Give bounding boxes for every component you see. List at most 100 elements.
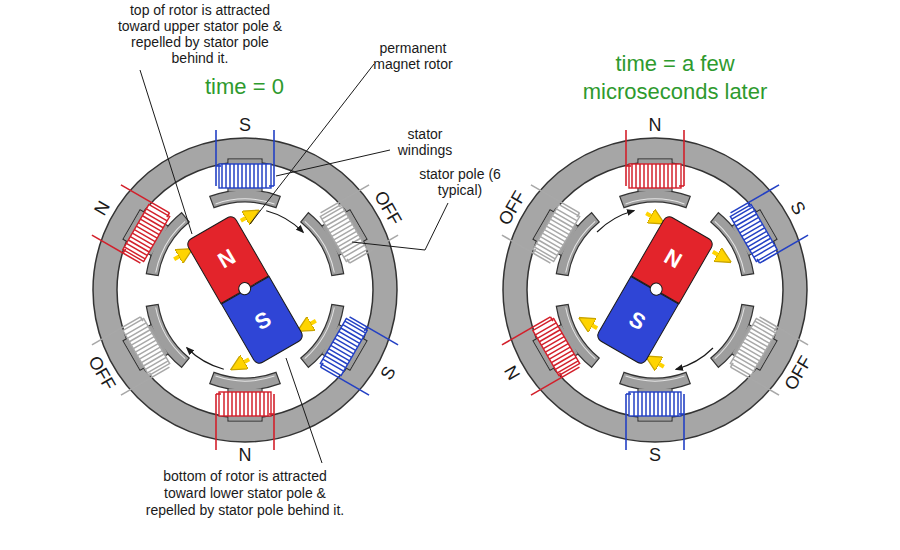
time-label: time = a few microseconds later <box>565 50 785 106</box>
rotation-arrow <box>187 348 224 369</box>
winding-turn <box>645 392 647 416</box>
pole-highlight <box>625 376 684 382</box>
lead-stub <box>757 259 760 263</box>
winding-turn <box>667 164 669 188</box>
lead-stub <box>533 249 536 253</box>
lead-stub <box>123 249 126 253</box>
stator-winding <box>629 164 681 188</box>
lead-wire <box>215 394 217 450</box>
force-arrow <box>584 321 597 329</box>
winding-turn <box>323 359 344 371</box>
winding-turn <box>249 164 251 188</box>
rotor-pole-letter: N <box>215 245 240 272</box>
rotor-pole-letter: N <box>661 245 686 272</box>
stator-winding <box>123 318 170 375</box>
winding-turn <box>535 323 556 335</box>
winding-turn <box>647 164 649 188</box>
winding-turn <box>633 392 635 416</box>
lead-stub <box>338 203 341 207</box>
winding-turn <box>243 392 245 416</box>
winding-turn <box>233 164 235 188</box>
lead-wire <box>731 367 779 395</box>
stator-winding <box>730 204 777 261</box>
winding-turn <box>663 164 665 188</box>
force-arrow <box>174 252 187 260</box>
stator-winding <box>320 204 367 261</box>
stator-pole <box>620 372 690 450</box>
winding-turn <box>754 245 775 257</box>
winding-turn <box>259 392 261 416</box>
lead-stub <box>216 165 221 167</box>
winding-turn <box>237 164 239 188</box>
lead-stub <box>774 327 777 331</box>
winding-turn <box>669 392 671 416</box>
winding-turn <box>657 392 659 416</box>
lead-stub <box>269 185 274 187</box>
lead-stub <box>748 203 751 207</box>
winding-turn <box>673 392 675 416</box>
winding-turn <box>146 209 167 221</box>
stator-winding <box>533 318 580 375</box>
lead-stub <box>560 373 563 377</box>
lead-wire <box>531 185 579 213</box>
winding-turn <box>556 209 577 221</box>
lead-stub <box>679 185 684 187</box>
leader-line <box>276 150 390 176</box>
pole-polarity: N <box>649 115 662 135</box>
winding-turn <box>661 392 663 416</box>
winding-turn <box>641 392 643 416</box>
force-arrow <box>236 359 249 367</box>
winding-turn <box>239 392 241 416</box>
pole-polarity: S <box>786 197 809 217</box>
lead-wire <box>731 185 779 213</box>
winding-turn <box>677 392 679 416</box>
winding-turn <box>639 164 641 188</box>
rotation-arrow <box>676 348 713 369</box>
lead-stub <box>679 413 684 415</box>
lead-stub <box>577 213 580 217</box>
winding-turn <box>257 164 259 188</box>
winding-turn <box>221 164 223 188</box>
pole-shoe <box>620 372 690 390</box>
stator-pole <box>89 179 191 279</box>
winding-turn <box>225 164 227 188</box>
winding-turn <box>643 164 645 188</box>
leader-line <box>140 70 192 234</box>
lead-stub <box>626 165 631 167</box>
winding-turn <box>671 164 673 188</box>
leader-line <box>286 358 322 463</box>
lead-wire <box>683 130 685 186</box>
winding-turn <box>653 392 655 416</box>
pole-polarity: N <box>90 197 114 218</box>
stator-ring <box>93 138 397 442</box>
lead-stub <box>167 213 170 217</box>
winding-turn <box>665 392 667 416</box>
lead-stub <box>216 393 221 395</box>
winding-turn <box>265 164 267 188</box>
stator-winding <box>219 164 271 188</box>
winding-turn <box>231 392 233 416</box>
winding-turn <box>235 392 237 416</box>
winding-turn <box>263 392 265 416</box>
force-arrow <box>646 213 659 221</box>
lead-wire <box>531 367 579 395</box>
time-label: time = 0 <box>205 74 284 100</box>
stator-winding <box>730 318 777 375</box>
stator-winding <box>320 318 367 375</box>
rotor-pole-letter: S <box>251 308 275 334</box>
stator-pole <box>620 130 690 208</box>
lead-wire <box>273 130 275 186</box>
pole-polarity: N <box>500 362 524 383</box>
force-arrow <box>713 252 726 260</box>
motor <box>89 130 401 450</box>
callout-text: bottom of rotor is attracted toward lowe… <box>145 468 345 519</box>
lead-stub <box>626 393 631 395</box>
winding-turn <box>675 164 677 188</box>
pole-polarity: S <box>649 445 661 465</box>
stator-pole <box>210 130 280 208</box>
stator-winding <box>219 392 271 416</box>
lead-stub <box>347 259 350 263</box>
winding-turn <box>253 164 255 188</box>
winding-turn <box>125 323 146 335</box>
winding-turn <box>245 164 247 188</box>
